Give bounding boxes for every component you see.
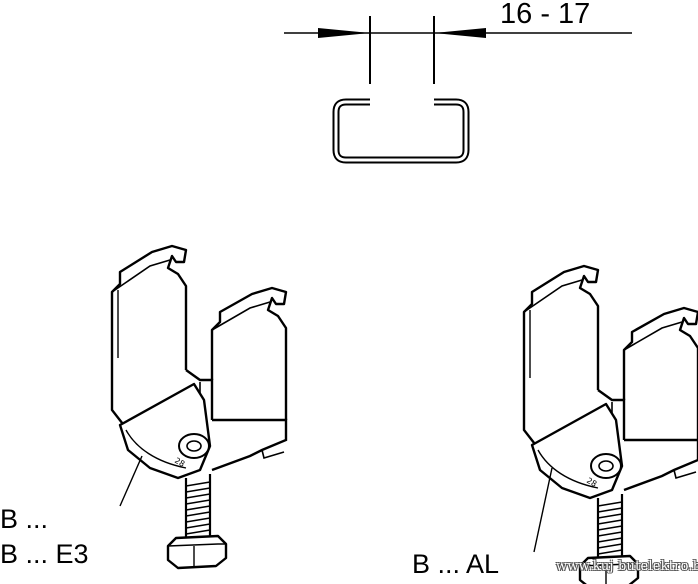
clamp-left — [110, 244, 288, 570]
channel-profile — [284, 16, 632, 164]
watermark: www.kuj butelektro.hu — [556, 559, 698, 574]
clamp-right — [522, 264, 698, 584]
label-b-e3: B ... E3 — [0, 539, 89, 569]
label-b-al: B ... AL — [412, 549, 500, 579]
dimension-label: 16 - 17 — [500, 0, 591, 30]
label-b: B ... — [0, 504, 49, 534]
